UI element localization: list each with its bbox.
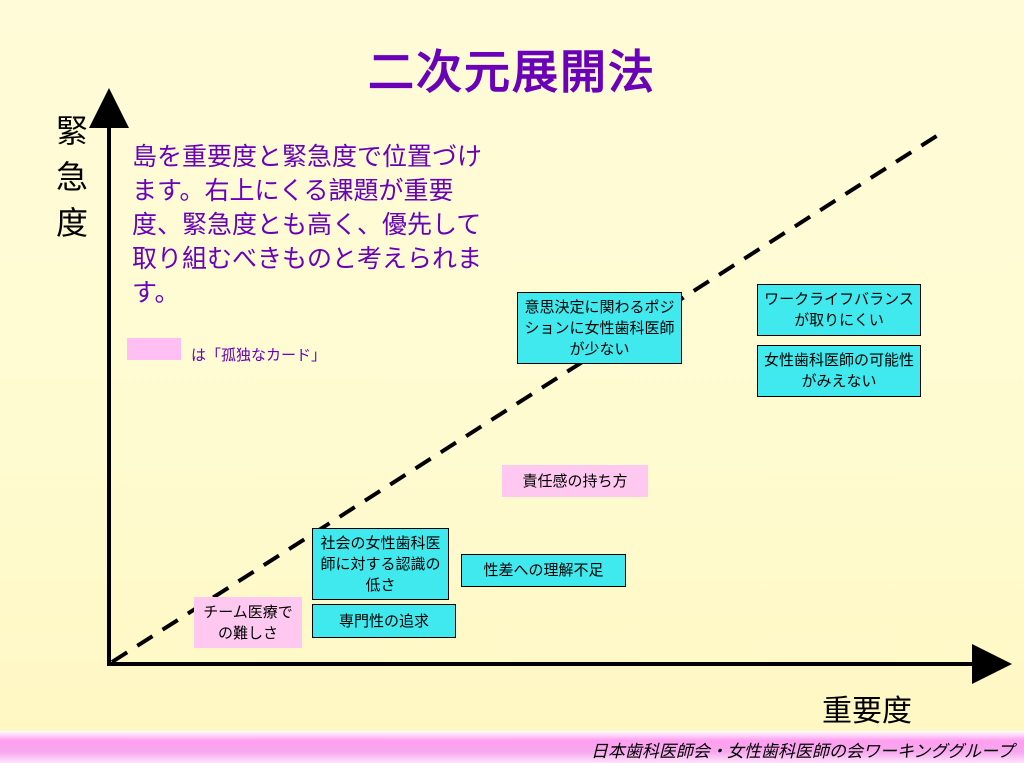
card-worklife: ワークライフバランスが取りにくい (757, 284, 921, 336)
card-society: 社会の女性歯科医師に対する認識の低さ (312, 528, 449, 600)
card-gender: 性差への理解不足 (461, 554, 626, 587)
card-responsibility: 責任感の持ち方 (502, 465, 648, 497)
description-text: 島を重要度と緊急度で位置づけます。右上にくる課題が重要度、緊急度とも高く、優先し… (132, 142, 483, 307)
card-team: チーム医療での難しさ (194, 597, 302, 648)
legend-swatch (127, 338, 181, 360)
diagonal-dashed-line (110, 128, 948, 664)
card-possibility: 女性歯科医師の可能性がみえない (757, 345, 921, 397)
y-axis-label: 緊急度 (55, 112, 88, 242)
footer-band (0, 731, 1024, 763)
footer-text: 日本歯科医師会・女性歯科医師の会ワーキンググループ (590, 742, 1014, 762)
page-title: 二次元展開法 (368, 45, 656, 99)
legend-text: は「孤独なカード」 (191, 346, 327, 364)
card-decision: 意思決定に関わるポジションに女性歯科医師が少ない (517, 292, 682, 364)
card-specialty: 専門性の追求 (312, 604, 456, 638)
x-axis-label: 重要度 (822, 694, 912, 729)
